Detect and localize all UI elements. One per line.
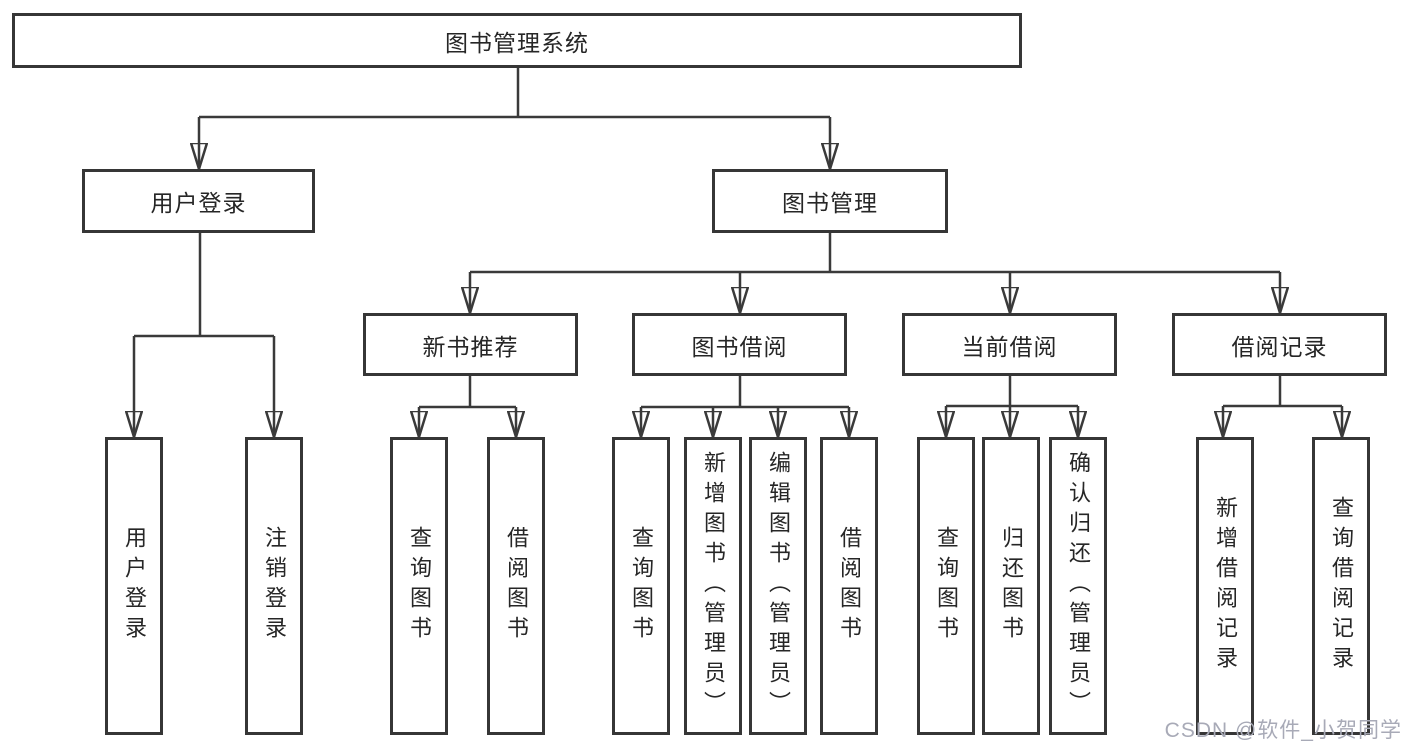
connector-book-management-to-level3	[470, 233, 1280, 313]
leaf-borrow-edit-book-label: 编辑图书（管理员）	[766, 451, 791, 721]
leaf-borrow-query-label: 查询图书	[629, 526, 654, 646]
leaf-logout-label: 注销登录	[262, 526, 287, 646]
node-current-borrow-label: 当前借阅	[961, 333, 1058, 360]
node-new-book-recommend-label: 新书推荐	[422, 333, 519, 360]
leaf-current-query: 查询图书	[917, 437, 975, 735]
leaf-newbook-borrow: 借阅图书	[487, 437, 545, 735]
leaf-borrow-book: 借阅图书	[820, 437, 878, 735]
node-root-system: 图书管理系统	[12, 13, 1022, 68]
connector-new-book-to-leaves	[419, 376, 516, 437]
leaf-borrow-book-label: 借阅图书	[837, 526, 862, 646]
leaf-user-login: 用户登录	[105, 437, 163, 735]
leaf-borrow-add-book: 新增图书（管理员）	[684, 437, 742, 735]
node-root-system-label: 图书管理系统	[445, 29, 589, 56]
leaf-record-add-label: 新增借阅记录	[1213, 496, 1238, 676]
connector-root-to-level2	[199, 68, 830, 169]
node-borrow-record-label: 借阅记录	[1231, 333, 1328, 360]
connector-book-borrow-to-leaves	[641, 376, 849, 437]
node-user-login: 用户登录	[82, 169, 315, 233]
connector-current-borrow-to-leaves	[946, 376, 1078, 437]
leaf-borrow-query: 查询图书	[612, 437, 670, 735]
leaf-current-return-label: 归还图书	[999, 526, 1024, 646]
leaf-user-login-label: 用户登录	[122, 526, 147, 646]
leaf-record-add: 新增借阅记录	[1196, 437, 1254, 735]
leaf-current-confirm-return-label: 确认归还（管理员）	[1066, 451, 1091, 721]
connector-borrow-record-to-leaves	[1223, 376, 1342, 437]
csdn-watermark: CSDN @软件_小贺同学	[1164, 719, 1402, 742]
leaf-record-query: 查询借阅记录	[1312, 437, 1370, 735]
node-new-book-recommend: 新书推荐	[363, 313, 578, 376]
node-current-borrow: 当前借阅	[902, 313, 1117, 376]
leaf-current-return: 归还图书	[982, 437, 1040, 735]
leaf-newbook-borrow-label: 借阅图书	[504, 526, 529, 646]
node-user-login-label: 用户登录	[150, 190, 247, 216]
leaf-borrow-edit-book: 编辑图书（管理员）	[749, 437, 807, 735]
leaf-current-query-label: 查询图书	[934, 526, 959, 646]
node-book-management: 图书管理	[712, 169, 948, 233]
leaf-newbook-query-label: 查询图书	[407, 526, 432, 646]
leaf-newbook-query: 查询图书	[390, 437, 448, 735]
connector-user-login-to-leaves	[134, 233, 274, 437]
node-borrow-record: 借阅记录	[1172, 313, 1387, 376]
node-book-borrow: 图书借阅	[632, 313, 847, 376]
node-book-management-label: 图书管理	[782, 190, 878, 216]
leaf-current-confirm-return: 确认归还（管理员）	[1049, 437, 1107, 735]
node-book-borrow-label: 图书借阅	[691, 333, 788, 360]
leaf-logout: 注销登录	[245, 437, 303, 735]
leaf-borrow-add-book-label: 新增图书（管理员）	[701, 451, 726, 721]
leaf-record-query-label: 查询借阅记录	[1329, 496, 1354, 676]
